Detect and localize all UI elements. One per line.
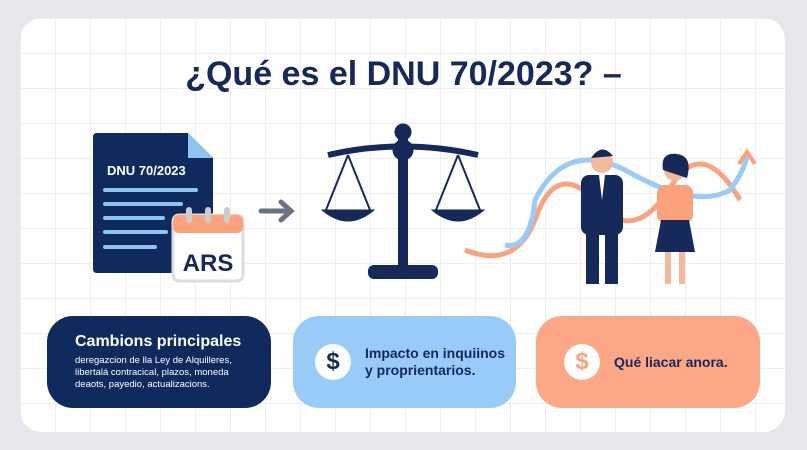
dollar-icon: $ (564, 344, 600, 380)
card-line: Qué liacar anora. (614, 353, 728, 370)
trend-arrow-icon (737, 148, 757, 166)
card-line: libertalá contracical, plazos, moneda (75, 367, 229, 378)
arrow-right-icon (258, 199, 295, 223)
card-title: Cambions principales (75, 333, 242, 350)
document-label: DNU 70/2023 (107, 163, 186, 178)
card-line: y proprientarios. (365, 362, 476, 378)
card-main-changes: Cambions principales deregazcion de lla … (47, 316, 271, 408)
card-line: Impacto en inquiinos (365, 345, 506, 361)
card-line: deregazcion de lla Ley de Alquilleres, (75, 355, 232, 366)
page-title: ¿Qué es el DNU 70/2023? – (185, 55, 622, 93)
calendar-icon: ARS (171, 207, 245, 283)
calendar-label: ARS (183, 250, 234, 277)
couple-icon (464, 148, 757, 284)
dollar-icon: $ (315, 344, 351, 380)
scale-icon (320, 123, 486, 279)
document-icon: DNU 70/2023 ARS (93, 133, 245, 283)
card-line: deaots, payedio, actualizacions. (75, 379, 210, 390)
card-what-to-do: $ Qué liacar anora. (536, 316, 760, 408)
